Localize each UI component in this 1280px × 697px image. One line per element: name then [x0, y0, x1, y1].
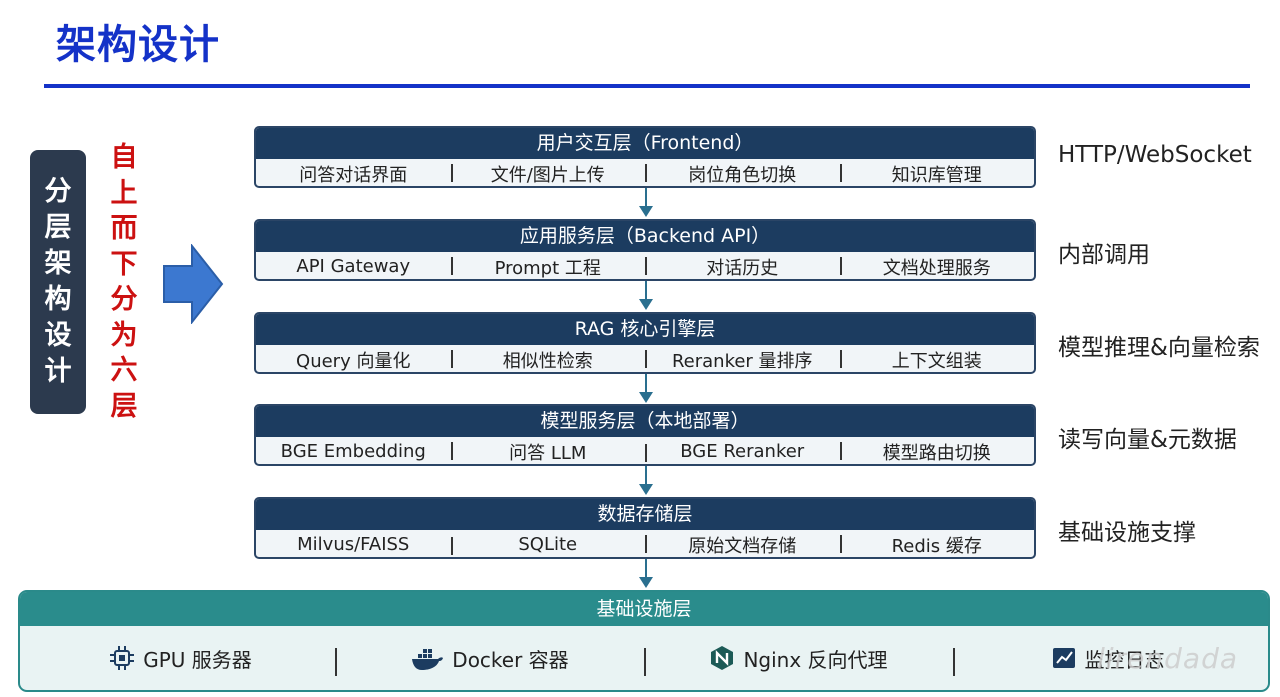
infra-item-label: GPU 服务器 — [143, 647, 252, 672]
layer-item: 问答对话界面 — [299, 164, 408, 186]
badge-char: 层 — [44, 212, 72, 243]
layer-item: 原始文档存储 — [645, 532, 840, 558]
note-char: 为 — [110, 319, 138, 351]
infra-item-docker: Docker 容器 — [335, 644, 644, 676]
layer-item: Prompt 工程 — [450, 254, 646, 280]
layer-frontend: 用户交互层（Frontend） 问答对话界面 文件/图片上传 岗位角色切换 知识… — [254, 126, 1036, 188]
docker-icon — [412, 649, 444, 670]
interface-label: 基础设施支撑 — [1058, 520, 1196, 546]
note-char: 下 — [110, 248, 138, 280]
top-down-note: 自 上 而 下 分 为 六 层 — [104, 140, 144, 424]
note-char: 上 — [110, 177, 138, 209]
infra-item-label: Nginx 反向代理 — [743, 647, 888, 672]
layer-header: 用户交互层（Frontend） — [256, 128, 1034, 159]
down-arrow-icon — [639, 559, 653, 588]
layer-header: 数据存储层 — [256, 499, 1034, 530]
watermark: lirendada — [1097, 642, 1238, 675]
layer-item: 知识库管理 — [839, 161, 1035, 187]
down-arrow-icon — [639, 374, 653, 403]
interface-label: HTTP/WebSocket — [1058, 142, 1252, 168]
down-arrow-icon — [639, 466, 653, 495]
layer-infrastructure: 基础设施层 GPU 服务器 — [18, 590, 1270, 692]
infra-item-label: Docker 容器 — [452, 647, 569, 672]
nginx-icon — [711, 646, 734, 670]
layer-item: 上下文组装 — [839, 347, 1035, 373]
layer-data-storage: 数据存储层 Milvus/FAISS SQLite 原始文档存储 Redis 缓… — [254, 497, 1036, 559]
layered-design-badge: 分 层 架 构 设 计 — [30, 150, 86, 414]
layer-item: BGE Reranker — [645, 441, 840, 462]
down-arrow-icon — [639, 281, 653, 310]
note-char: 层 — [110, 390, 138, 422]
page-title: 架构设计 — [56, 22, 220, 68]
layer-backend: 应用服务层（Backend API） API Gateway Prompt 工程… — [254, 219, 1036, 281]
layer-header: 基础设施层 — [20, 592, 1268, 626]
layer-item: Query 向量化 — [296, 350, 411, 372]
badge-char: 构 — [44, 284, 72, 315]
badge-char: 分 — [44, 176, 72, 207]
layer-item: 岗位角色切换 — [645, 161, 840, 187]
right-arrow-icon — [163, 244, 224, 324]
infra-item-monitoring: 监控日志 — [953, 644, 1262, 676]
layer-item: Reranker 量排序 — [645, 347, 840, 373]
layer-rag-core: RAG 核心引擎层 Query 向量化 相似性检索 Reranker 量排序 上… — [254, 312, 1036, 374]
down-arrow-icon — [639, 188, 653, 217]
layer-header: RAG 核心引擎层 — [256, 314, 1034, 345]
layer-model-service: 模型服务层（本地部署） BGE Embedding 问答 LLM BGE Rer… — [254, 404, 1036, 466]
layer-item: 相似性检索 — [450, 347, 646, 373]
layer-item: Milvus/FAISS — [297, 534, 410, 555]
layer-item: 对话历史 — [645, 254, 840, 280]
layer-item: API Gateway — [296, 256, 411, 277]
layer-item: BGE Embedding — [280, 441, 426, 462]
badge-char: 架 — [44, 248, 72, 279]
note-char: 分 — [110, 284, 138, 315]
note-char: 而 — [110, 213, 138, 244]
layer-item: 模型路由切换 — [839, 439, 1035, 465]
layer-item: Redis 缓存 — [839, 532, 1035, 558]
infra-item-nginx: Nginx 反向代理 — [644, 644, 953, 676]
layer-header: 应用服务层（Backend API） — [256, 221, 1034, 252]
interface-label: 模型推理&向量检索 — [1058, 335, 1260, 361]
infra-item-label: 监控日志 — [1084, 647, 1165, 672]
layer-item: 文件/图片上传 — [450, 161, 646, 187]
note-char: 自 — [110, 142, 138, 173]
chip-icon — [110, 646, 135, 670]
layer-header: 模型服务层（本地部署） — [256, 406, 1034, 437]
title-divider — [44, 84, 1250, 88]
interface-label: 内部调用 — [1058, 242, 1150, 268]
monitor-chart-icon — [1052, 648, 1075, 668]
interface-label: 读写向量&元数据 — [1058, 427, 1237, 453]
layer-item: SQLite — [450, 534, 646, 555]
badge-char: 计 — [44, 356, 72, 387]
layer-item: 问答 LLM — [450, 439, 646, 465]
layer-item: 文档处理服务 — [839, 254, 1035, 280]
badge-char: 设 — [44, 320, 72, 351]
note-char: 六 — [110, 355, 138, 386]
infra-item-gpu: GPU 服务器 — [26, 644, 335, 673]
